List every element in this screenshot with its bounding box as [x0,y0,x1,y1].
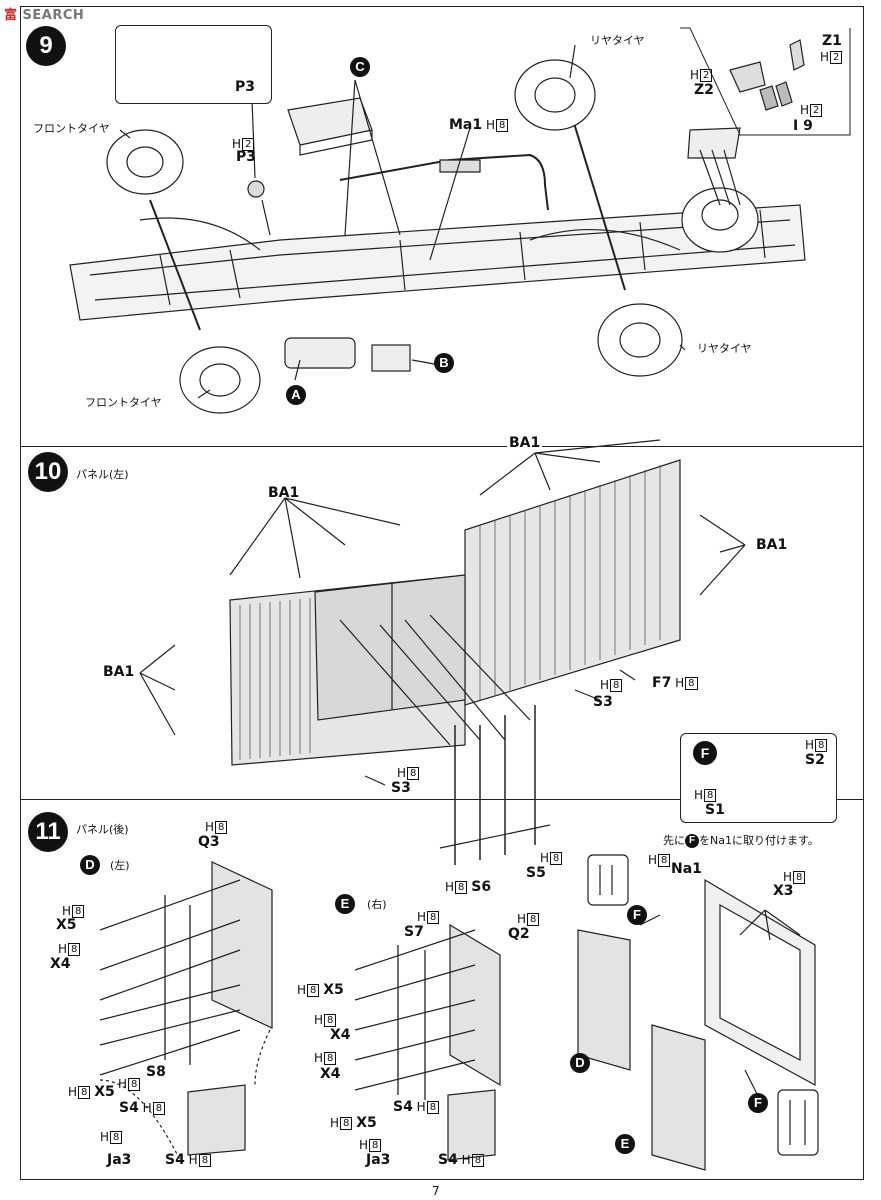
step11-title: パネル(後) [76,823,129,836]
step-number-10: 10 [28,452,68,492]
part-f-marker-11: F [627,905,647,925]
i9-label: I 9 [793,118,813,134]
step-divider-11 [20,799,863,800]
step-divider-10 [20,446,863,447]
p3-inset-label: P3 [235,79,256,95]
na1-label: Na1 [671,861,702,877]
s3-left-label: S3 [391,780,411,796]
q3-label: Q3 [198,834,220,850]
s2-label: S2 [805,752,825,768]
part-c-marker: C [350,57,370,77]
part-e-marker: E [335,894,355,914]
ba1-label-top: BA1 [507,435,543,451]
ja3-d-label: Ja3 [107,1152,132,1168]
part-b-marker: B [434,353,454,373]
front-tire-bottom-label: フロントタイヤ [85,396,162,409]
part-f-marker-11b: F [748,1093,768,1113]
ja3-e-label: Ja3 [366,1152,391,1168]
step-number-11: 11 [28,812,68,852]
s8-label: S8 [146,1064,166,1080]
x4-e-label: X4 [330,1027,351,1043]
e-side-label: (右) [367,898,387,911]
x3-label: X3 [773,883,794,899]
s3-right-label: S3 [593,694,613,710]
z1-label: Z1 [822,33,842,49]
step10-title: パネル(左) [76,468,129,481]
part-d-marker-right: D [570,1053,590,1073]
q2-label: Q2 [508,926,530,942]
x4-d-label: X4 [50,956,71,972]
d-side-label: (左) [110,859,130,872]
part-a-marker: A [286,385,306,405]
ba1-label-left: BA1 [103,664,135,680]
p3-detail-inset [115,25,272,104]
page-number: 7 [432,1184,440,1198]
note-f-icon: F [685,834,699,848]
page-frame [20,6,864,1180]
part-f-marker: F [693,741,717,765]
p3-label: P3 [236,149,257,165]
step-number-9: 9 [26,26,66,66]
x4-e2-label: X4 [320,1066,341,1082]
x5-d-label: X5 [56,917,77,933]
s7-label: S7 [404,924,424,940]
ba1-label-left-top: BA1 [268,485,300,501]
rear-tire-bottom-label: リヤタイヤ [697,342,752,355]
watermark: 富 SEARCH [4,8,85,23]
s5-label: S5 [526,865,546,881]
s1-label: S1 [705,802,725,818]
rear-tire-top-label: リヤタイヤ [590,34,645,47]
part-e-marker-right: E [615,1134,635,1154]
part-d-marker: D [80,855,100,875]
front-tire-top-label: フロントタイヤ [33,122,110,135]
z2-label: Z2 [694,82,714,98]
ba1-label-right: BA1 [756,537,788,553]
